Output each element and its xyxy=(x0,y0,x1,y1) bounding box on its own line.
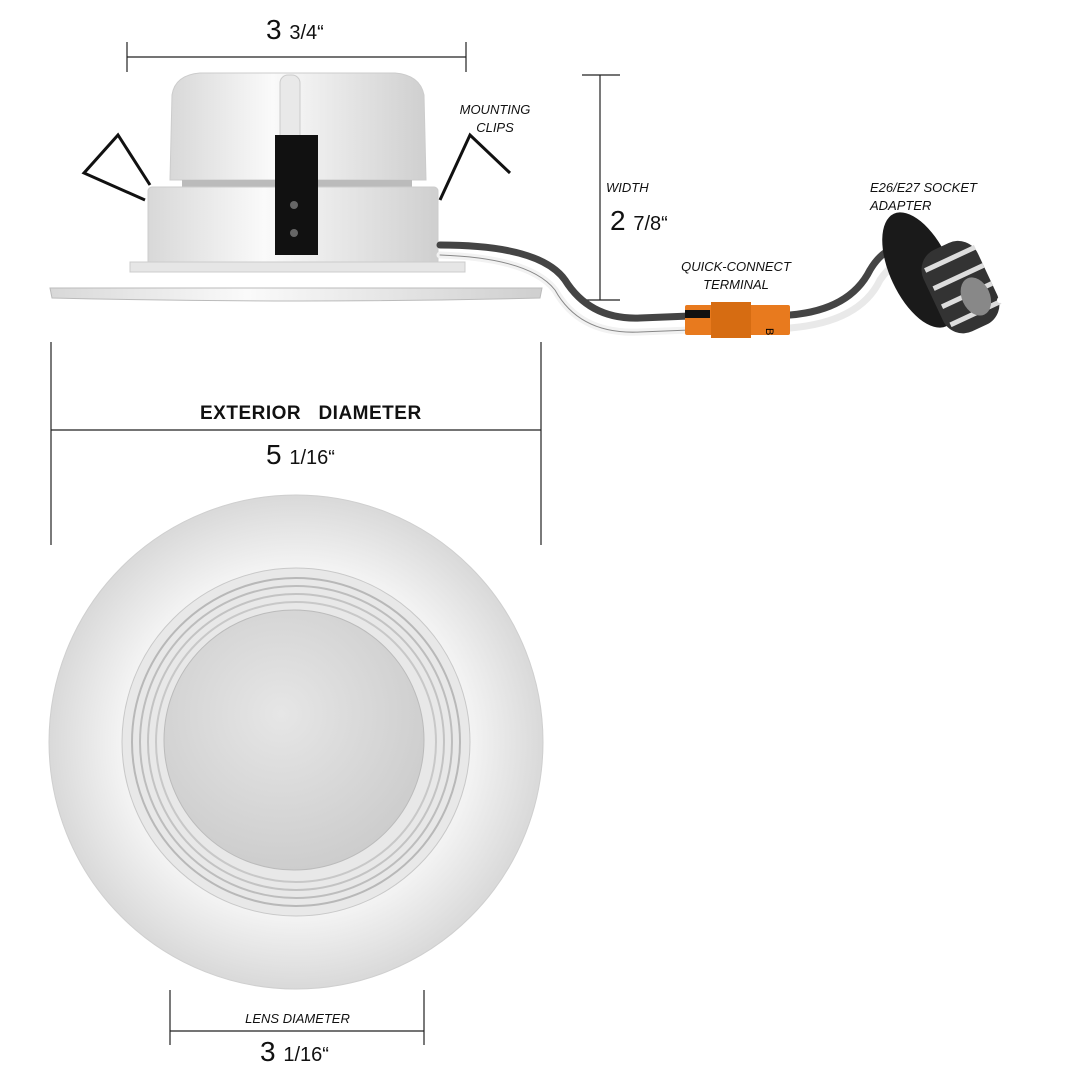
lens-diameter-label: LENS DIAMETER xyxy=(245,1011,350,1026)
e26-socket-adapter xyxy=(882,212,1003,334)
quick-connect-terminal: B xyxy=(685,302,790,338)
terminal-mark: B xyxy=(763,328,775,335)
exterior-dimension-line xyxy=(50,342,542,545)
height-dimension-line xyxy=(582,74,620,301)
lens-dimension-line xyxy=(169,990,425,1045)
exterior-diameter-value: 5 1/16“ xyxy=(266,439,335,470)
mounting-clip-right xyxy=(438,132,512,201)
top-width-dimension-line xyxy=(126,42,467,72)
height-label: WIDTH xyxy=(606,180,649,195)
bracket xyxy=(275,135,318,255)
exterior-diameter-label: EXTERIOR DIAMETER xyxy=(200,403,422,424)
lens-diameter-value: 3 1/16“ xyxy=(260,1036,329,1067)
downlight-front-view xyxy=(48,494,544,990)
height-value: 2 7/8“ xyxy=(610,205,668,236)
downlight-side-view xyxy=(49,72,543,302)
mounting-clip-left xyxy=(81,132,152,202)
top-width-value: 3 3/4“ xyxy=(266,14,324,45)
lens xyxy=(163,609,425,871)
socket-adapter-label: E26/E27 SOCKET ADAPTER xyxy=(870,180,977,213)
